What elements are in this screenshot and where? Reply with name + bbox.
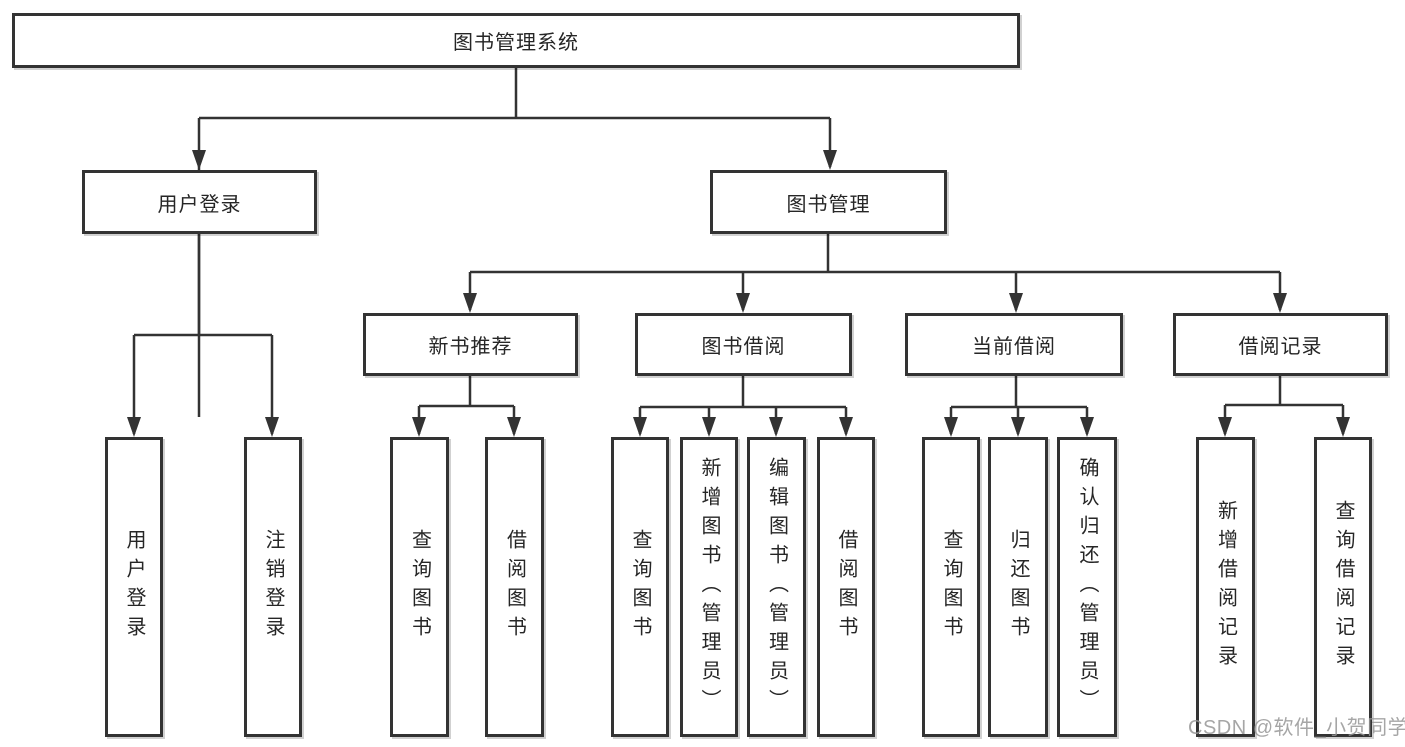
- node-borrow-record: 借阅记录: [1173, 313, 1388, 376]
- node-root: 图书管理系统: [12, 13, 1020, 68]
- leaf-query-book-recommend-label: 查询图书: [408, 529, 431, 645]
- leaf-edit-book-admin-label: 编辑图书（管理员）: [765, 456, 788, 718]
- node-borrow-record-label: 借阅记录: [1238, 336, 1323, 358]
- node-book-borrow-label: 图书借阅: [701, 336, 786, 358]
- leaf-return-book: 归还图书: [988, 437, 1048, 737]
- leaf-query-borrow-record-label: 查询借阅记录: [1332, 500, 1354, 674]
- node-book-management: 图书管理: [710, 170, 947, 234]
- leaf-return-book-label: 归还图书: [1007, 529, 1029, 645]
- leaf-borrow-book-recommend-label: 借阅图书: [503, 529, 526, 645]
- leaf-query-book-borrow: 查询图书: [611, 437, 669, 737]
- leaf-borrow-book-label: 借阅图书: [835, 529, 857, 645]
- leaf-add-book-admin: 新增图书（管理员）: [680, 437, 738, 737]
- node-current-borrow-label: 当前借阅: [972, 336, 1056, 358]
- node-new-book-recommend: 新书推荐: [363, 313, 578, 376]
- leaf-query-book-borrow-label: 查询图书: [629, 529, 651, 645]
- leaf-borrow-book-recommend: 借阅图书: [485, 437, 544, 737]
- leaf-query-book-current: 查询图书: [922, 437, 980, 737]
- leaf-confirm-return-admin-label: 确认归还（管理员）: [1076, 456, 1098, 718]
- csdn-watermark: CSDN @软件_小贺同学: [1188, 717, 1405, 739]
- leaf-add-book-admin-label: 新增图书（管理员）: [698, 456, 720, 718]
- leaf-confirm-return-admin: 确认归还（管理员）: [1057, 437, 1117, 737]
- leaf-logout: 注销登录: [244, 437, 302, 737]
- node-current-borrow: 当前借阅: [905, 313, 1123, 376]
- node-user-login-label: 用户登录: [157, 193, 242, 216]
- leaf-query-book-current-label: 查询图书: [940, 529, 962, 645]
- node-book-borrow: 图书借阅: [635, 313, 852, 376]
- leaf-edit-book-admin: 编辑图书（管理员）: [747, 437, 806, 737]
- node-book-management-label: 图书管理: [786, 193, 871, 216]
- leaf-user-login: 用户登录: [105, 437, 163, 737]
- node-root-label: 图书管理系统: [453, 32, 579, 54]
- leaf-query-borrow-record: 查询借阅记录: [1314, 437, 1372, 737]
- node-new-book-recommend-label: 新书推荐: [428, 336, 513, 358]
- node-user-login: 用户登录: [82, 170, 317, 234]
- leaf-add-borrow-record: 新增借阅记录: [1196, 437, 1255, 737]
- leaf-query-book-recommend: 查询图书: [390, 437, 449, 737]
- leaf-borrow-book: 借阅图书: [817, 437, 875, 737]
- leaf-user-login-label: 用户登录: [123, 529, 145, 645]
- leaf-logout-label: 注销登录: [262, 529, 284, 645]
- leaf-add-borrow-record-label: 新增借阅记录: [1214, 500, 1237, 674]
